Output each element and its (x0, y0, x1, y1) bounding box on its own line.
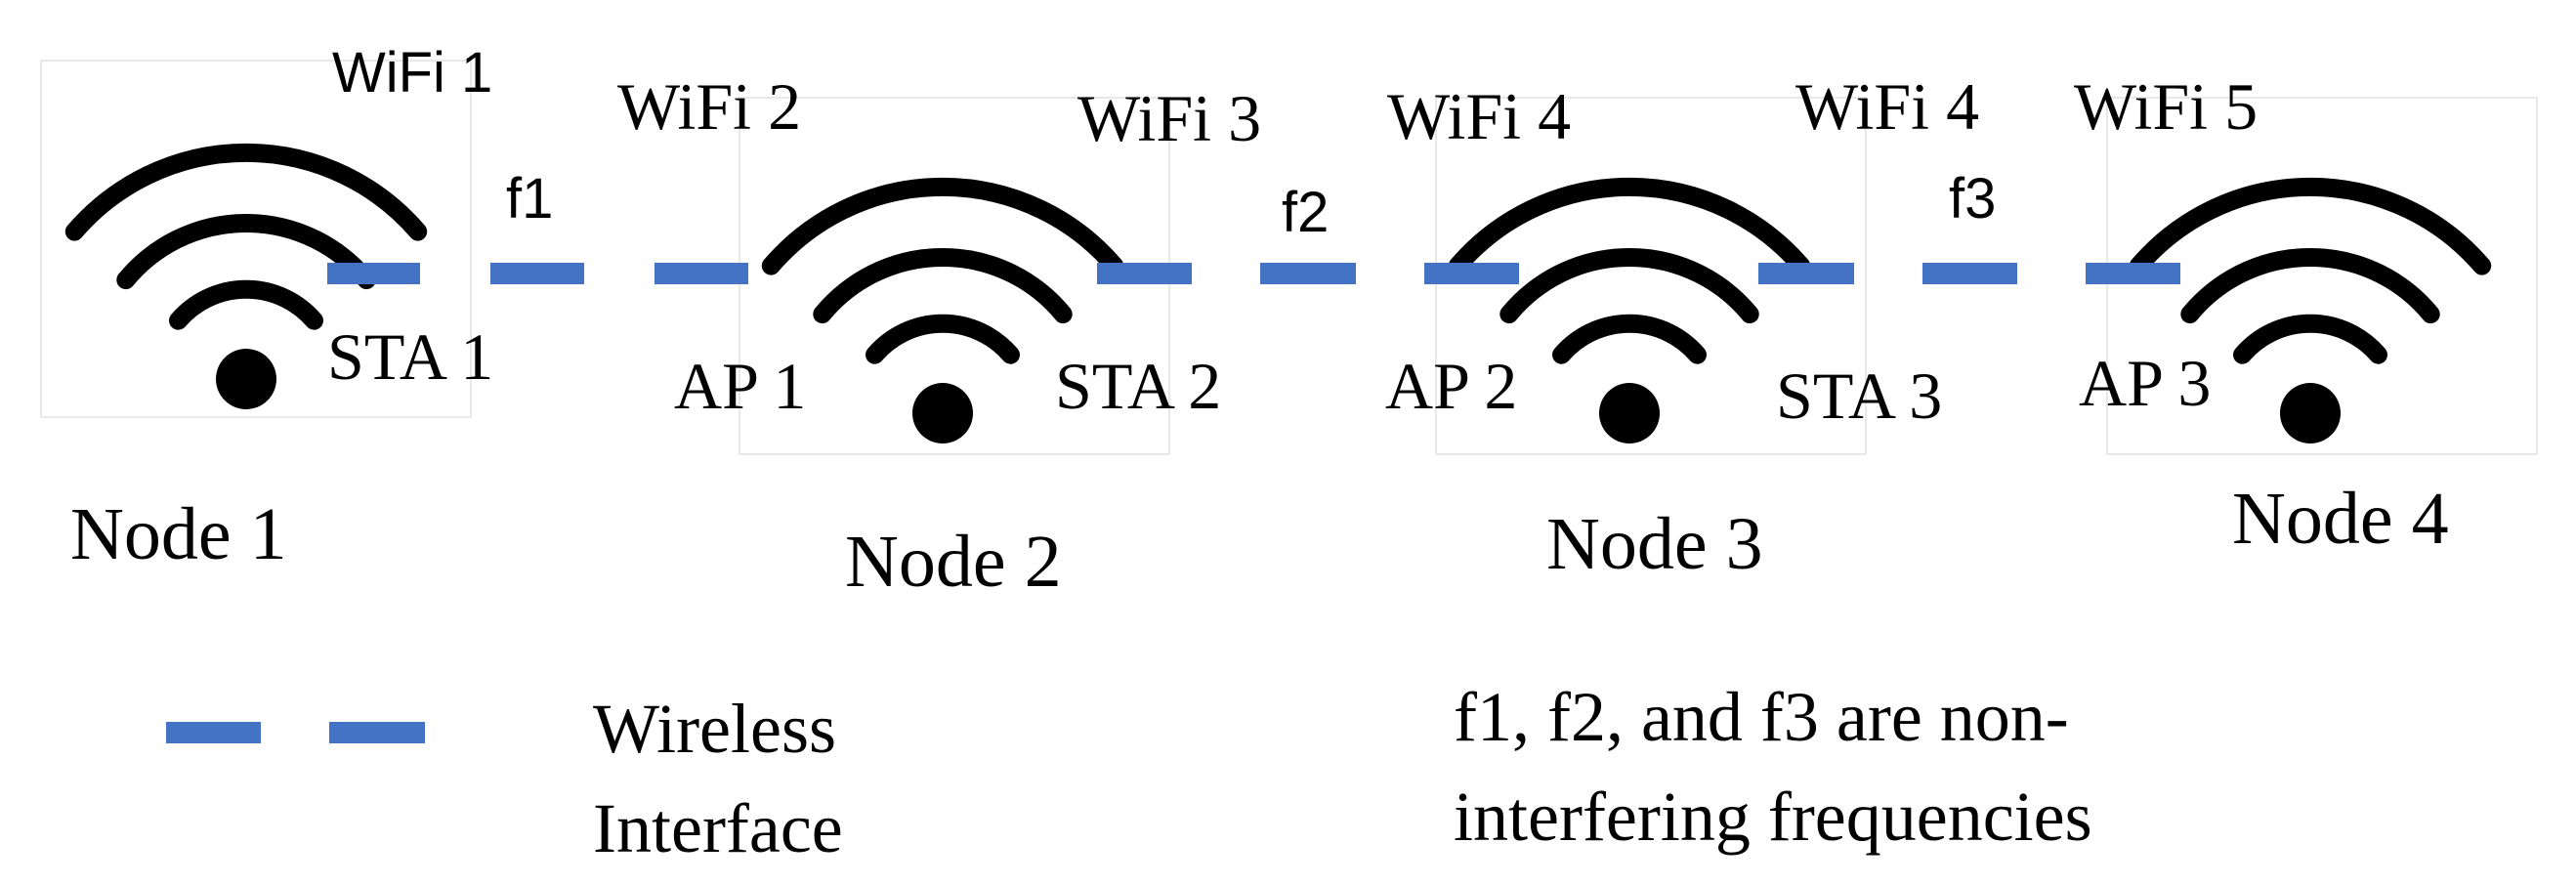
wifi-label: WiFi 4 (1795, 69, 1979, 144)
legend-text-line1: Wireless (593, 690, 836, 768)
wifi-label: WiFi 2 (617, 69, 801, 144)
interface-label: STA 3 (1776, 358, 1942, 433)
frequency-label-f1: f1 (506, 167, 553, 231)
wifi-label: WiFi 4 (1387, 79, 1571, 153)
interface-label: AP 3 (2079, 346, 2211, 420)
interface-label: STA 1 (327, 319, 493, 394)
wifi-icon (2129, 177, 2492, 443)
node-label: Node 3 (1546, 503, 1763, 585)
legend-text-line2: Interface (593, 789, 843, 867)
frequency-label-f3: f3 (1949, 167, 1996, 231)
wifi-label: WiFi 3 (1077, 81, 1261, 155)
note-line1: f1, f2, and f3 are non- (1454, 678, 2069, 756)
interface-label: STA 2 (1055, 349, 1221, 423)
node-label: Node 1 (70, 493, 287, 575)
legend: Wireless Interface (166, 690, 843, 867)
interface-label: AP 1 (674, 349, 806, 423)
wifi-label: WiFi 1 (332, 41, 492, 105)
wifi-icon (1448, 177, 1811, 443)
frequency-note: f1, f2, and f3 are non- interfering freq… (1454, 678, 2092, 856)
note-line2: interfering frequencies (1454, 778, 2092, 856)
wifi-icon (761, 177, 1124, 443)
node-label: Node 2 (845, 521, 1062, 603)
node-label: Node 4 (2232, 478, 2449, 560)
wifi-icon (64, 143, 428, 409)
frequency-label-f2: f2 (1282, 181, 1329, 244)
wifi-label: WiFi 5 (2074, 69, 2258, 144)
interface-label: AP 2 (1385, 349, 1517, 423)
